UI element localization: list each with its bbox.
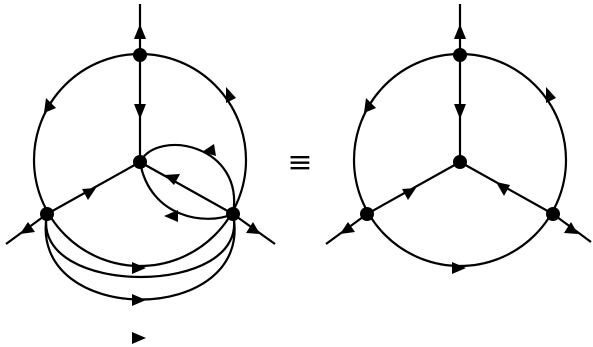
right-lower-left-spoke-arrow xyxy=(402,188,416,200)
left-lower-left-spoke-arrow xyxy=(82,188,96,200)
left-circle-left-arrow xyxy=(44,98,56,113)
right-bottom-left-leg-arrow xyxy=(340,222,355,234)
right-center-vertex xyxy=(453,155,467,169)
left-lower-loop-2-arrow xyxy=(132,332,146,344)
left-center-right-lower-line xyxy=(138,161,234,220)
left-lower-loop-2 xyxy=(44,213,236,301)
left-bottom-left-vertex xyxy=(40,207,54,221)
left-upper-line-arrow xyxy=(202,144,216,156)
left-lower-line-arrow xyxy=(164,210,178,222)
left-bottom-right-leg-arrow xyxy=(246,222,260,234)
right-vertical-spoke-arrow xyxy=(454,104,466,119)
left-lower-loop-1 xyxy=(45,213,236,279)
left-lower-loop-1-arrow xyxy=(132,294,146,306)
left-lower-left-spoke xyxy=(46,161,141,215)
left-bottom-right-vertex xyxy=(226,207,240,221)
right-bottom-left-vertex xyxy=(360,207,374,221)
left-circle-right-arrow xyxy=(226,87,236,103)
left-center-right-upper-line xyxy=(139,143,236,215)
equivalence-symbol: ≡ xyxy=(287,145,312,180)
left-center-vertex xyxy=(133,155,147,169)
right-circle-bottom-arrow xyxy=(452,262,466,274)
right-bottom-right-vertex xyxy=(546,207,560,221)
left-circle-bottom-arrow xyxy=(132,262,146,274)
left-graph xyxy=(5,4,276,344)
right-graph xyxy=(325,4,592,274)
left-bottom-left-leg-arrow xyxy=(20,222,35,234)
right-lower-left-spoke xyxy=(366,161,461,215)
right-bottom-right-leg-arrow xyxy=(564,222,578,234)
right-lower-right-spoke-arrow xyxy=(496,182,510,196)
left-lower-right-spoke-arrow xyxy=(164,174,180,185)
left-lower-right-spoke xyxy=(139,161,234,215)
left-top-vertex xyxy=(133,48,147,62)
left-top-leg-arrow xyxy=(134,24,146,39)
right-top-vertex xyxy=(453,48,467,62)
right-circle-left-arrow xyxy=(364,98,376,113)
left-vertical-spoke-arrow xyxy=(134,104,146,119)
right-circle-right-arrow xyxy=(546,87,556,103)
right-top-leg-arrow xyxy=(454,24,466,39)
